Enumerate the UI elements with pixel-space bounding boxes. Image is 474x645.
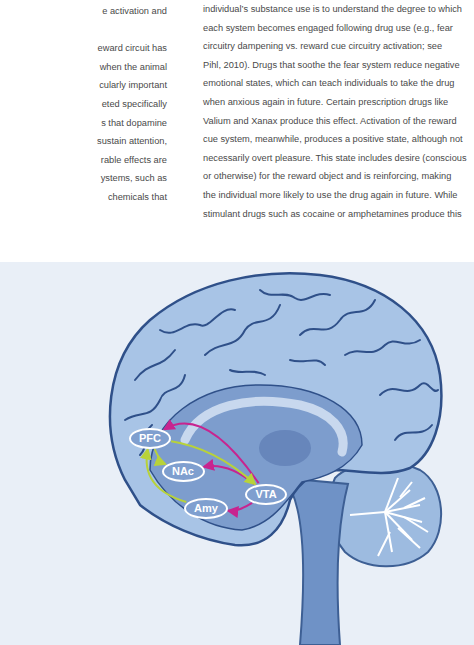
figure-panel bbox=[0, 262, 474, 645]
thalamus bbox=[259, 430, 311, 466]
body-text-line: cue system, meanwhile, produces a positi… bbox=[203, 132, 463, 146]
brainstem bbox=[283, 478, 348, 645]
region-oval: VTA bbox=[245, 484, 287, 505]
body-text-line: eward circuit has bbox=[98, 41, 167, 55]
body-text-line: when anxious again in future. Certain pr… bbox=[203, 95, 448, 109]
body-text-line: Valium and Xanax produce this effect. Ac… bbox=[203, 114, 457, 128]
body-text-line: e activation and bbox=[102, 4, 167, 18]
body-text-line: eted specifically bbox=[102, 97, 167, 111]
body-text-line: emotional states, which can teach indivi… bbox=[203, 76, 454, 90]
body-text-line: individual’s substance use is to underst… bbox=[203, 2, 462, 16]
pathway-connector bbox=[204, 466, 254, 484]
body-text-line: ystems, such as bbox=[101, 171, 167, 185]
body-text-line: cularly important bbox=[99, 78, 167, 92]
pathway-connector bbox=[164, 424, 258, 484]
body-text-line: sustain attention, bbox=[97, 134, 167, 148]
cerebellum bbox=[330, 463, 441, 566]
body-text-line: when the animal bbox=[100, 60, 167, 74]
body-text-line: the individual more likely to use the dr… bbox=[203, 188, 458, 202]
region-oval: Amy bbox=[184, 498, 228, 519]
body-text-line: stimulant drugs such as cocaine or amphe… bbox=[203, 207, 462, 221]
medial-region bbox=[150, 385, 362, 530]
region-label: Amy bbox=[194, 502, 218, 515]
body-text-line: or otherwise) for the reward object and … bbox=[203, 169, 451, 183]
pathway-connector bbox=[228, 503, 252, 511]
region-oval: NAc bbox=[162, 461, 205, 482]
region-label: NAc bbox=[172, 465, 194, 478]
body-text-line: s that dopamine bbox=[101, 116, 167, 130]
body-text-line: Pihl, 2010). Drugs that soothe the fear … bbox=[203, 58, 460, 72]
pathway-connector bbox=[155, 449, 165, 464]
body-text-line: circuitry dampening vs. reward cue circu… bbox=[203, 39, 442, 53]
body-text-line: rable effects are bbox=[101, 153, 167, 167]
arbor-vitae bbox=[350, 478, 428, 556]
region-oval: PFC bbox=[129, 428, 171, 449]
body-text-line: each system becomes engaged following dr… bbox=[203, 21, 453, 35]
body-text-line: chemicals that bbox=[108, 190, 167, 204]
cerebrum bbox=[110, 273, 441, 545]
region-label: VTA bbox=[255, 488, 276, 501]
region-label: PFC bbox=[139, 432, 161, 445]
body-text-line: necessarily overt pleasure. This state i… bbox=[203, 151, 467, 165]
